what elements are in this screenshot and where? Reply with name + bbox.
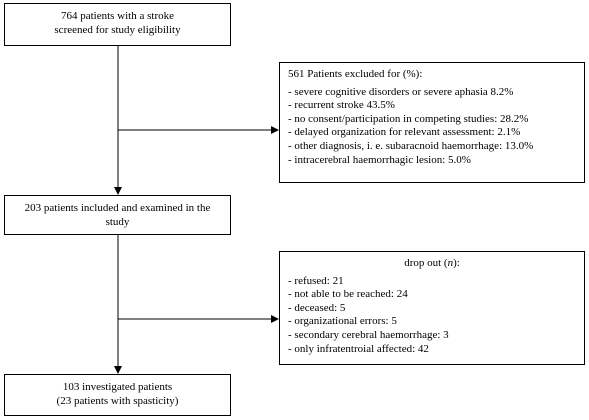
dropout-item: - only infratentroial affected: 42: [288, 342, 429, 355]
excluded-item: - intracerebral haemorrhagic lesion: 5.0…: [288, 153, 471, 166]
included-line-1: 203 patients included and examined in th…: [24, 202, 211, 214]
dropout-list: - refused: 21 - not able to be reached: …: [288, 275, 576, 357]
dropout-item: - organizational errors: 5: [288, 315, 397, 328]
final-box: 103 investigated patients (23 patients w…: [4, 374, 231, 416]
dropout-item: - not able to be reached: 24: [288, 288, 408, 301]
excluded-item: - recurrent stroke 43.5%: [288, 99, 395, 112]
final-line-2: (23 patients with spasticity): [56, 395, 179, 407]
dropout-heading-var: n: [447, 257, 454, 269]
excluded-item: - delayed organization for relevant asse…: [288, 126, 521, 139]
excluded-heading: 561 Patients excluded for (%):: [288, 68, 423, 80]
dropout-item: - refused: 21: [288, 274, 344, 287]
excluded-item: - severe cognitive disorders or severe a…: [288, 85, 514, 98]
dropout-heading-prefix: drop out (: [404, 257, 448, 269]
excluded-box: 561 Patients excluded for (%): - severe …: [279, 62, 585, 183]
dropout-item: - secondary cerebral haemorrhage: 3: [288, 328, 449, 341]
dropout-heading-suffix: ):: [453, 257, 460, 269]
included-line-2: study: [105, 216, 130, 228]
screened-line-2: screened for study eligibility: [54, 24, 181, 36]
excluded-list: - severe cognitive disorders or severe a…: [288, 86, 576, 168]
screened-line-1: 764 patients with a stroke: [60, 10, 175, 22]
screened-box: 764 patients with a stroke screened for …: [4, 3, 231, 46]
dropout-heading: drop out (n):: [288, 257, 576, 271]
dropout-item: - deceased: 5: [288, 301, 346, 314]
dropout-box: drop out (n): - refused: 21 - not able t…: [279, 251, 585, 365]
excluded-item: - other diagnosis, i. e. subaracnoid hae…: [288, 139, 534, 152]
final-line-1: 103 investigated patients: [62, 381, 173, 393]
excluded-item: - no consent/participation in competing …: [288, 112, 529, 125]
included-box: 203 patients included and examined in th…: [4, 195, 231, 235]
